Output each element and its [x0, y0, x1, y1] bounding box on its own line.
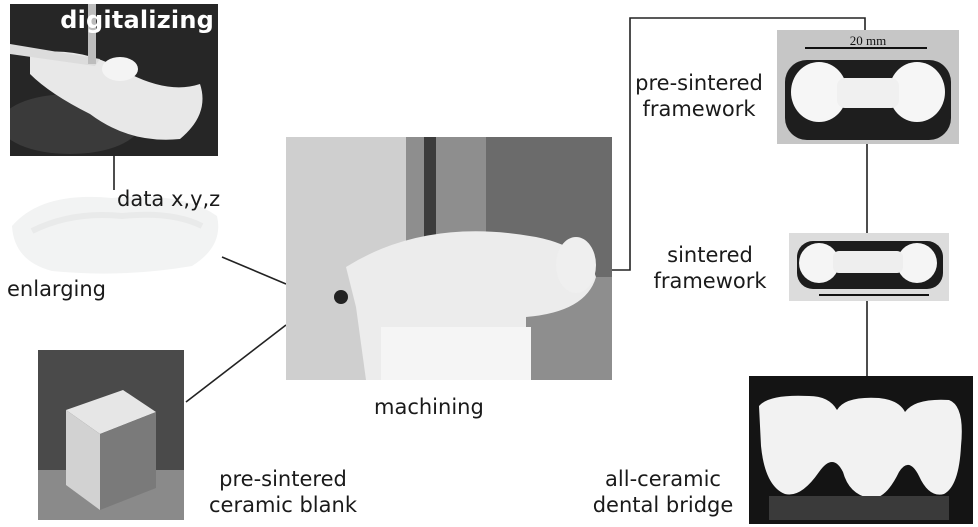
data-xyz-label: data x,y,z — [117, 186, 220, 212]
digitalizing-photo: digitalizing — [10, 4, 218, 156]
digitalizing-label: digitalizing — [60, 6, 214, 34]
dental-bridge-label-line2: dental bridge — [578, 492, 748, 518]
connector-blank-machining — [186, 325, 286, 402]
pre-sintered-framework-label-line2: framework — [624, 96, 774, 122]
enlarging-label: enlarging — [7, 276, 106, 302]
ceramic-blank-label-line1: pre-sintered — [198, 466, 368, 492]
machining-label: machining — [374, 394, 484, 420]
sintered-framework-label-line1: sintered — [640, 242, 780, 268]
sintered-framework-photo — [789, 233, 949, 301]
ceramic-blank-photo — [38, 350, 184, 520]
sintered-framework-label-line2: framework — [640, 268, 780, 294]
pre-sintered-framework-label: pre-sintered framework — [624, 70, 774, 122]
scale-bar-label: 20 mm — [777, 33, 959, 49]
dental-bridge-label: all-ceramic dental bridge — [578, 466, 748, 518]
pre-sintered-framework-label-line1: pre-sintered — [624, 70, 774, 96]
connector-enlarging-machining — [222, 257, 286, 284]
dental-bridge-photo — [749, 376, 973, 524]
sintered-framework-label: sintered framework — [640, 242, 780, 294]
ceramic-blank-label: pre-sintered ceramic blank — [198, 466, 368, 518]
pre-sintered-framework-photo: 20 mm — [777, 30, 959, 144]
ceramic-blank-label-line2: ceramic blank — [198, 492, 368, 518]
dental-bridge-label-line1: all-ceramic — [578, 466, 748, 492]
machining-photo — [286, 137, 612, 380]
